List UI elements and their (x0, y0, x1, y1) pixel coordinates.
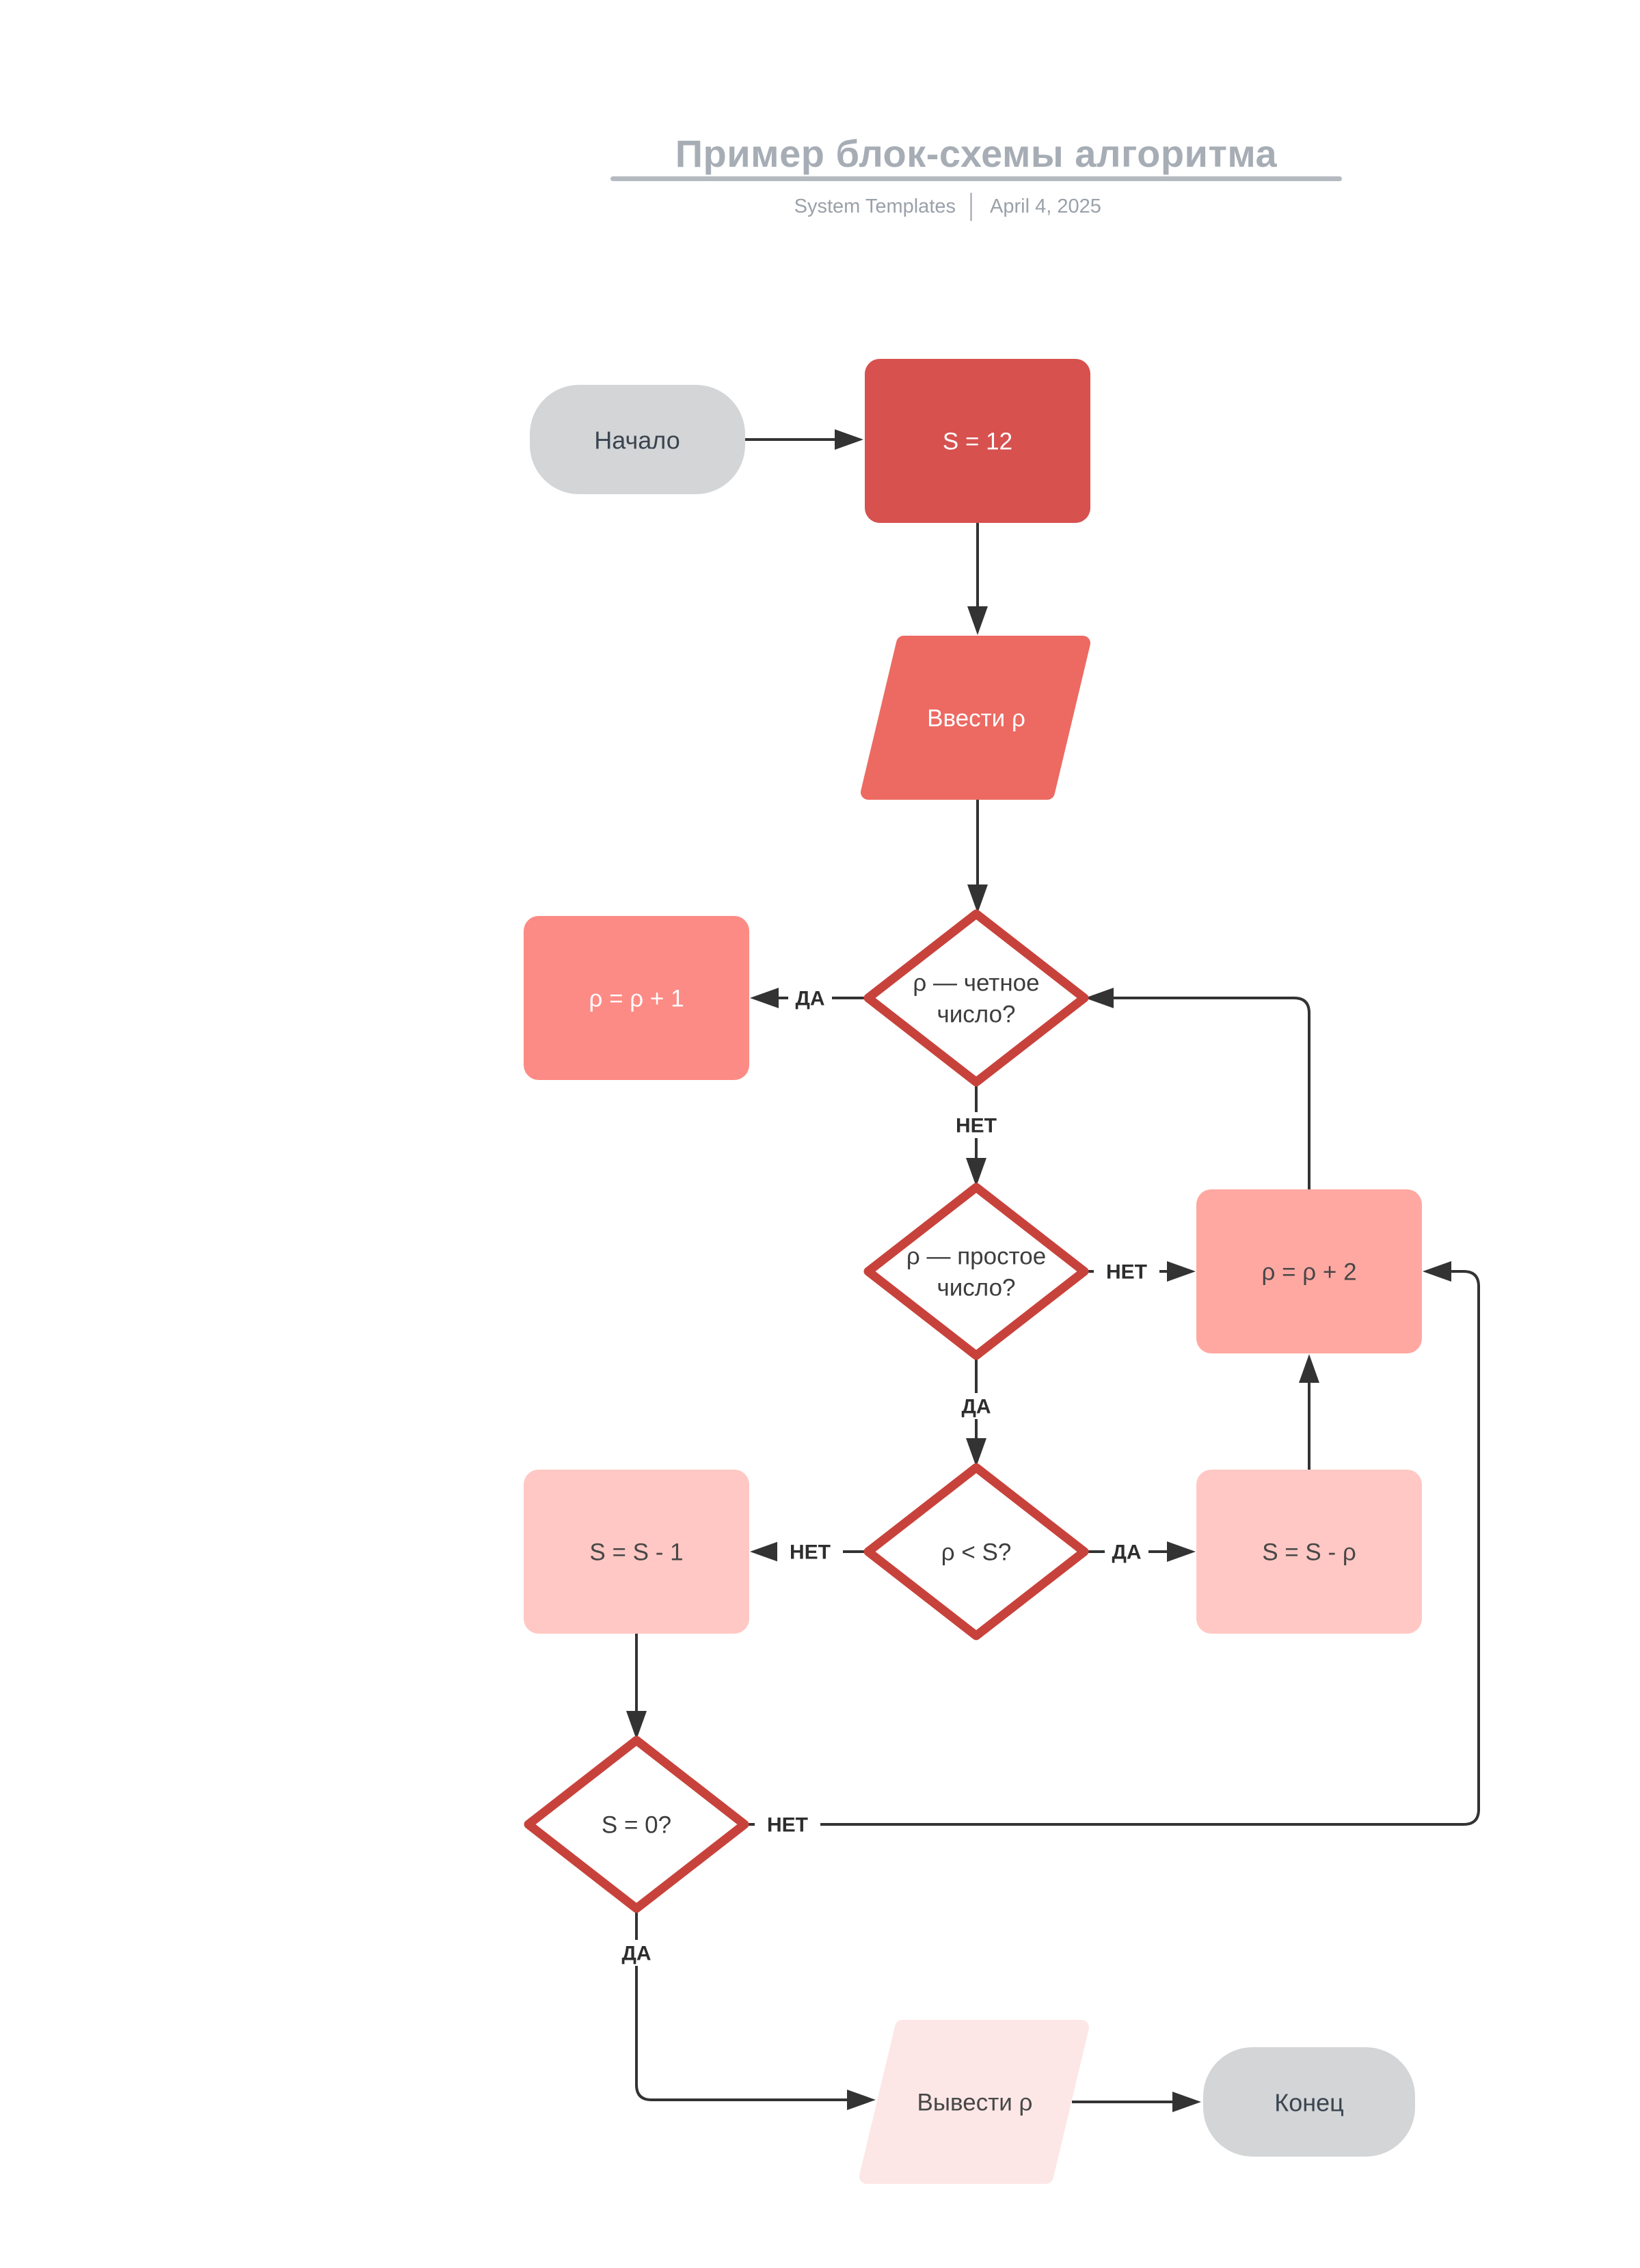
dec1-process-shape (524, 1470, 749, 1634)
inc1-label: ρ = ρ + 1 (589, 986, 684, 1012)
zero-label: S = 0? (602, 1812, 671, 1839)
edge-label-bg (615, 1940, 658, 1966)
inc1-process-shape (524, 916, 749, 1080)
edge-label-less-yes: ДА (1112, 1541, 1141, 1564)
start-label: Начало (594, 427, 680, 455)
edge-inc2-even (1113, 997, 1310, 1189)
even-decision-shape (863, 909, 1089, 1087)
subp-process-shape (1196, 1470, 1422, 1634)
arrowhead-inc2-even (1085, 988, 1114, 1008)
node-inc2: ρ = ρ + 2 (1196, 1189, 1422, 1353)
arrowhead-start-init (835, 429, 863, 450)
node-init: S = 12 (865, 359, 1090, 523)
prime-decision-shape (863, 1183, 1089, 1360)
node-input: Ввести ρ (861, 636, 1090, 800)
inc2-label: ρ = ρ + 2 (1261, 1259, 1356, 1286)
node-even-check: ρ — четное число? (863, 909, 1089, 1087)
edge-label-bg (777, 1539, 843, 1565)
node-end: Конец (1203, 2047, 1415, 2157)
edge-label-bg (943, 1112, 1009, 1138)
arrowhead-zero-inc2 (1423, 1261, 1451, 1282)
arrowhead-less-dec1 (750, 1541, 779, 1562)
zero-decision-shape (524, 1736, 749, 1913)
arrowhead-even-prime (966, 1158, 986, 1187)
arrowhead-output-end (1172, 2092, 1201, 2112)
even-label-line2: число? (937, 1001, 1015, 1028)
edge-zero-output (635, 1908, 848, 2101)
arrowhead-prime-less (966, 1438, 986, 1467)
edge-label-prime-yes: ДА (961, 1396, 991, 1418)
title-underline (610, 176, 1342, 181)
less-decision-shape (863, 1463, 1089, 1641)
arrowhead-dec1-zero (626, 1711, 647, 1740)
arrowhead-zero-output (847, 2090, 876, 2110)
edge-zero-inc2 (744, 1270, 1480, 1826)
node-prime-check: ρ — простое число? (863, 1183, 1089, 1360)
node-inc1: ρ = ρ + 1 (524, 916, 749, 1080)
edge-label-zero-no: НЕТ (767, 1814, 808, 1837)
start-terminator-shape (530, 385, 745, 494)
edge-label-zero-yes: ДА (621, 1943, 651, 1965)
init-process-shape (865, 359, 1090, 523)
input-io-shape (861, 636, 1090, 800)
subp-label: S = S - ρ (1262, 1539, 1356, 1566)
node-less-check: ρ < S? (863, 1463, 1089, 1641)
end-label: Конец (1274, 2089, 1344, 2117)
edge-label-bg (1094, 1258, 1159, 1284)
edge-label-bg (788, 985, 832, 1011)
arrowhead-init-input (967, 606, 988, 635)
less-label: ρ < S? (941, 1539, 1012, 1566)
arrowhead-prime-inc2 (1167, 1261, 1196, 1282)
page-title: Пример блок-схемы алгоритма (675, 132, 1278, 175)
inc2-process-shape (1196, 1189, 1422, 1353)
edge-label-even-no: НЕТ (956, 1115, 997, 1137)
input-label: Ввести ρ (927, 705, 1025, 732)
nodes: Начало S = 12 Ввести ρ ρ — четное число?… (524, 359, 1422, 2184)
edge-label-bg (954, 1393, 998, 1419)
arrowhead-even-inc1 (750, 988, 779, 1008)
dec1-label: S = S - 1 (589, 1539, 683, 1566)
arrowhead-input-even (967, 885, 988, 913)
header: Пример блок-схемы алгоритма System Templ… (610, 132, 1342, 221)
init-label: S = 12 (943, 429, 1012, 455)
arrowhead-subp-inc2 (1299, 1354, 1319, 1383)
node-dec1: S = S - 1 (524, 1470, 749, 1634)
header-brand: System Templates (794, 195, 956, 217)
edge-label-bg (755, 1811, 820, 1837)
output-label: Вывести ρ (917, 2090, 1033, 2116)
node-output: Вывести ρ (859, 2020, 1089, 2184)
arrowhead-less-subp (1167, 1541, 1196, 1562)
node-zero-check: S = 0? (524, 1736, 749, 1913)
prime-label-line1: ρ — простое (906, 1243, 1046, 1270)
header-date: April 4, 2025 (990, 195, 1101, 217)
even-label-line1: ρ — четное (913, 970, 1039, 997)
header-separator: │ (965, 193, 979, 221)
node-subp: S = S - ρ (1196, 1470, 1422, 1634)
prime-label-line2: число? (937, 1275, 1015, 1301)
edge-label-less-no: НЕТ (790, 1541, 831, 1564)
edge-label-even-yes: ДА (795, 988, 824, 1010)
end-terminator-shape (1203, 2047, 1415, 2157)
output-io-shape (859, 2020, 1089, 2184)
node-start: Начало (530, 385, 745, 494)
edge-labels: ДА НЕТ НЕТ ДА НЕТ ДА НЕТ ДА (615, 985, 1159, 1966)
edge-label-prime-no: НЕТ (1106, 1261, 1147, 1284)
edge-label-bg (1105, 1539, 1148, 1565)
